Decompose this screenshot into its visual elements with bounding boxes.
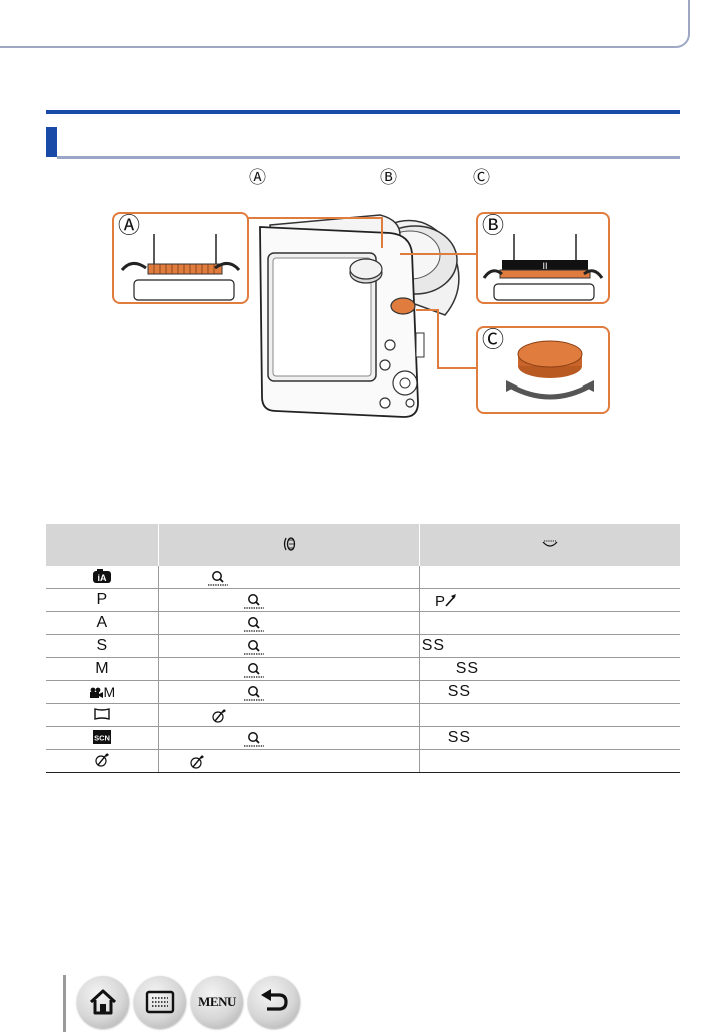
mode-cell: P bbox=[46, 588, 159, 612]
control-ring-icon bbox=[283, 536, 295, 551]
table-row: A bbox=[46, 611, 680, 635]
ring-function-cell bbox=[158, 703, 420, 727]
mode-label: M bbox=[103, 684, 116, 700]
creative-filter-icon bbox=[212, 708, 226, 723]
svg-text:iA: iA bbox=[97, 573, 107, 583]
scene-mode-icon: SCN bbox=[92, 729, 111, 744]
dial-function-cell: SS bbox=[419, 726, 680, 750]
callout-lines bbox=[248, 217, 476, 369]
zoom-icon bbox=[243, 616, 264, 632]
zoom-icon bbox=[207, 570, 228, 586]
intelligent-auto-mode-icon: iA bbox=[92, 568, 111, 583]
shutter-speed-label: SS bbox=[421, 637, 446, 654]
mode-cell: SCN bbox=[46, 726, 159, 750]
inset-a-marker: Ⓐ bbox=[118, 214, 141, 239]
creative-control-mode-icon bbox=[95, 752, 109, 767]
marker-c-label: Ⓒ bbox=[473, 168, 490, 188]
inset-c-marker: Ⓒ bbox=[482, 328, 505, 353]
svg-text:SCN: SCN bbox=[94, 733, 110, 742]
dial-function-cell: P bbox=[419, 588, 680, 612]
mode-label: S bbox=[96, 637, 108, 654]
mode-cell bbox=[46, 703, 159, 727]
dial-function-cell bbox=[419, 611, 680, 635]
ring-function-cell bbox=[158, 566, 420, 589]
dial-function-cell: SS bbox=[419, 657, 680, 681]
home-button[interactable] bbox=[77, 976, 129, 1028]
ring-function-cell bbox=[158, 749, 420, 773]
shutter-speed-label: SS bbox=[447, 683, 472, 700]
dial-function-cell: SS bbox=[419, 634, 680, 658]
inset-lens-ring: II bbox=[476, 212, 610, 304]
section-heading-marker bbox=[46, 127, 57, 157]
mode-cell: M bbox=[46, 680, 159, 704]
mode-label: P bbox=[96, 591, 108, 608]
mode-cell: iA bbox=[46, 566, 159, 589]
back-button[interactable] bbox=[248, 976, 300, 1028]
table-header-row bbox=[46, 524, 680, 566]
zoom-icon bbox=[243, 662, 264, 678]
table-row bbox=[46, 703, 680, 727]
program-shift-icon: P bbox=[435, 593, 456, 609]
menu-button[interactable]: MENU bbox=[191, 976, 243, 1028]
dial-function-cell: SS bbox=[419, 680, 680, 704]
mode-cell: M bbox=[46, 657, 159, 681]
mode-cell: A bbox=[46, 611, 159, 635]
ring-function-cell bbox=[158, 588, 420, 612]
mode-label: M bbox=[95, 660, 109, 677]
mode-cell bbox=[46, 749, 159, 773]
contents-button[interactable] bbox=[134, 976, 186, 1028]
menu-button-label: MENU bbox=[198, 994, 236, 1009]
mode-label: A bbox=[96, 614, 108, 631]
panorama-mode-icon bbox=[94, 708, 110, 720]
page-header-frame bbox=[0, 0, 690, 48]
table-row: M SS bbox=[46, 680, 680, 704]
zoom-icon bbox=[243, 685, 264, 701]
dial-function-cell bbox=[419, 703, 680, 727]
table-row bbox=[46, 749, 680, 773]
table-row: SCN SS bbox=[46, 726, 680, 750]
section-heading-rule bbox=[57, 156, 680, 159]
marker-a-label: Ⓐ bbox=[249, 168, 266, 188]
header-control-dial bbox=[419, 524, 680, 566]
inset-control-dial bbox=[476, 326, 610, 414]
table-row: P P bbox=[46, 588, 680, 612]
ring-function-cell bbox=[158, 726, 420, 750]
mode-cell: S bbox=[46, 634, 159, 658]
zoom-icon bbox=[243, 731, 264, 747]
zoom-icon bbox=[243, 639, 264, 655]
control-dial-icon bbox=[542, 540, 558, 547]
inset-b-center-mark: II bbox=[542, 261, 547, 271]
table-row: M SS bbox=[46, 657, 680, 681]
inset-control-ring bbox=[112, 212, 249, 304]
header-mode bbox=[46, 524, 159, 566]
svg-text:P: P bbox=[435, 593, 445, 609]
ring-function-cell bbox=[158, 611, 420, 635]
header-control-ring bbox=[158, 524, 420, 566]
zoom-icon bbox=[243, 593, 264, 609]
dial-function-cell bbox=[419, 749, 680, 773]
contents-list-icon bbox=[145, 990, 175, 1014]
movie-camera-icon bbox=[89, 687, 103, 699]
marker-b-label: Ⓑ bbox=[380, 168, 397, 188]
ring-function-cell bbox=[158, 680, 420, 704]
ring-function-cell bbox=[158, 657, 420, 681]
home-icon bbox=[89, 989, 117, 1015]
dial-function-cell bbox=[419, 566, 680, 589]
ring-function-cell bbox=[158, 634, 420, 658]
ring-dial-function-table: iA P bbox=[46, 524, 680, 773]
shutter-speed-label: SS bbox=[447, 729, 472, 746]
back-arrow-icon bbox=[261, 989, 288, 1011]
creative-filter-icon bbox=[190, 754, 204, 769]
nav-divider bbox=[63, 975, 66, 1032]
table-row: S SS bbox=[46, 634, 680, 658]
table-row: iA bbox=[46, 566, 680, 589]
title-rule bbox=[46, 110, 680, 114]
inset-b-marker: Ⓑ bbox=[482, 214, 505, 239]
shutter-speed-label: SS bbox=[455, 660, 480, 677]
